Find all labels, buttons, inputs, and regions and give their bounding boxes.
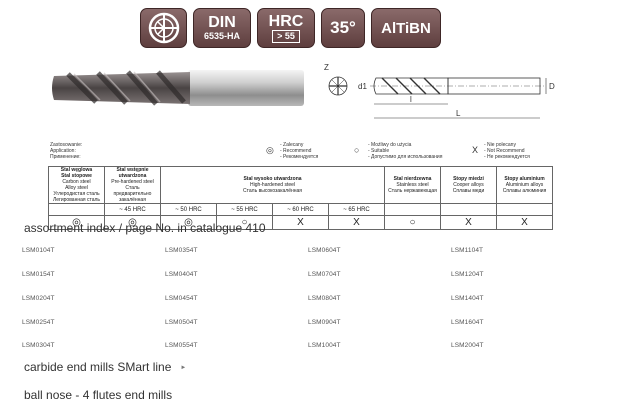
expand-arrow-icon[interactable]: ►: [180, 364, 187, 371]
not-recommended-icon: X: [472, 145, 479, 155]
legend-application: Zastosowanie: Application: Применение:: [50, 142, 83, 160]
hrc-badge-main: HRC: [268, 12, 304, 30]
material-copper: Stopy miedzi Cooper alloys Сплавы меди: [440, 166, 498, 204]
hrc-cell: ~ 50 HRC: [160, 203, 217, 216]
product-line-title[interactable]: carbide end mills SMart line ►: [24, 360, 186, 374]
assortment-link[interactable]: LSM0804T: [308, 295, 341, 302]
hrc-cell: ~ 60 HRC: [272, 203, 329, 216]
assortment-link[interactable]: LSM0554T: [165, 342, 198, 349]
hrc-cell: ~ 65 HRC: [327, 203, 386, 216]
assortment-link[interactable]: LSM0254T: [22, 319, 55, 326]
product-subtitle: ball nose - 4 flutes end mills: [24, 388, 173, 402]
application-legend: Zastosowanie: Application: Применение: ◎…: [48, 142, 552, 166]
suitability-icon: X: [272, 215, 329, 230]
hrc-row: ~ 45 HRC ~ 50 HRC ~ 55 HRC ~ 60 HRC ~ 65…: [48, 203, 554, 216]
drawing-label-capital-d: D: [549, 82, 555, 91]
suitable-icon: ○: [354, 145, 360, 155]
suitability-icon: ◎: [104, 215, 161, 230]
drawing-label-z: Z: [324, 63, 329, 72]
assortment-link[interactable]: LSM0904T: [308, 319, 341, 326]
helix-angle-badge: 35°: [321, 8, 365, 48]
coating-value: AlTiBN: [381, 19, 431, 37]
assortment-link[interactable]: LSM0454T: [165, 295, 198, 302]
legend-recommended: - Zalecany - Recommend - Рекомендуется: [280, 142, 319, 160]
feature-badges: DIN 6535-HA HRC > 55 35° AlTiBN: [140, 8, 441, 48]
materials-header-row: Stal węglowa Stal stopowe Carbon steel A…: [48, 166, 554, 204]
drawing-label-l: l: [410, 95, 412, 104]
material-prehardened: Stal wstępnie utwardzona Pre-hardened st…: [104, 166, 161, 204]
assortment-link[interactable]: LSM2004T: [451, 342, 484, 349]
assortment-link[interactable]: LSM0304T: [22, 342, 55, 349]
hrc-cell: [48, 203, 105, 216]
hrc-badge-sub: > 55: [272, 29, 300, 43]
assortment-link[interactable]: LSM0104T: [22, 247, 55, 254]
suitability-row: ◎ ◎ ◎ ○ X X ○ X X: [48, 215, 554, 230]
drawing-label-d1: d1: [358, 82, 367, 91]
assortment-link[interactable]: LSM1404T: [451, 295, 484, 302]
assortment-link[interactable]: LSM0154T: [22, 271, 55, 278]
product-line-label: carbide end mills SMart line: [24, 360, 172, 374]
suitability-icon: ◎: [48, 215, 105, 230]
assortment-link[interactable]: LSM0604T: [308, 247, 341, 254]
assortment-link[interactable]: LSM1104T: [451, 247, 484, 254]
assortment-link[interactable]: LSM0204T: [22, 295, 55, 302]
suitability-icon: X: [327, 215, 386, 230]
din-badge-main: DIN: [208, 13, 236, 31]
recommended-icon: ◎: [266, 145, 274, 155]
carbide-icon: [140, 8, 187, 48]
assortment-title: assortment index / page No. in catalogue…: [24, 221, 266, 235]
end-mill-photo: [52, 70, 304, 106]
assortment-link[interactable]: LSM1604T: [451, 319, 484, 326]
assortment-link[interactable]: LSM0404T: [165, 271, 198, 278]
end-mill-drawing: Z d1 D l L: [324, 63, 555, 119]
material-carbon: Stal węglowa Stal stopowe Carbon steel A…: [48, 166, 105, 204]
helix-angle-value: 35°: [330, 18, 356, 37]
hrc-cell: [440, 203, 498, 216]
hrc-badge: HRC > 55: [257, 8, 315, 48]
material-hardened: Stal wysoko utwardzona High-hardened ste…: [159, 166, 386, 204]
hrc-cell: [496, 203, 554, 216]
assortment-link[interactable]: LSM0504T: [165, 319, 198, 326]
suitability-icon: ○: [384, 215, 442, 230]
materials-table: Stal węglowa Stal stopowe Carbon steel A…: [48, 166, 554, 230]
din-badge-sub: 6535-HA: [203, 30, 241, 41]
material-aluminium: Stopy aluminium Aluminium alloys Сплавы …: [496, 166, 554, 204]
assortment-link[interactable]: LSM1004T: [308, 342, 341, 349]
legend-suitable: - Możliwy do użycia - Suitable - Допусти…: [368, 142, 443, 160]
assortment-link[interactable]: LSM0354T: [165, 247, 198, 254]
din-badge: DIN 6535-HA: [193, 8, 251, 48]
suitability-icon: X: [440, 215, 498, 230]
suitability-icon: X: [496, 215, 554, 230]
legend-not-recommended: - Nie polecany - Not Recommend - Не реко…: [484, 142, 530, 160]
assortment-link[interactable]: LSM0704T: [308, 271, 341, 278]
drawing-label-capital-l: L: [456, 109, 461, 118]
coating-badge: AlTiBN: [371, 8, 441, 48]
hrc-cell: ~ 55 HRC: [216, 203, 273, 216]
material-stainless: Stal nierdzewna Stainless steel Сталь не…: [384, 166, 442, 204]
hrc-cell: ~ 45 HRC: [104, 203, 161, 216]
assortment-link[interactable]: LSM1204T: [451, 271, 484, 278]
hrc-cell: [384, 203, 442, 216]
